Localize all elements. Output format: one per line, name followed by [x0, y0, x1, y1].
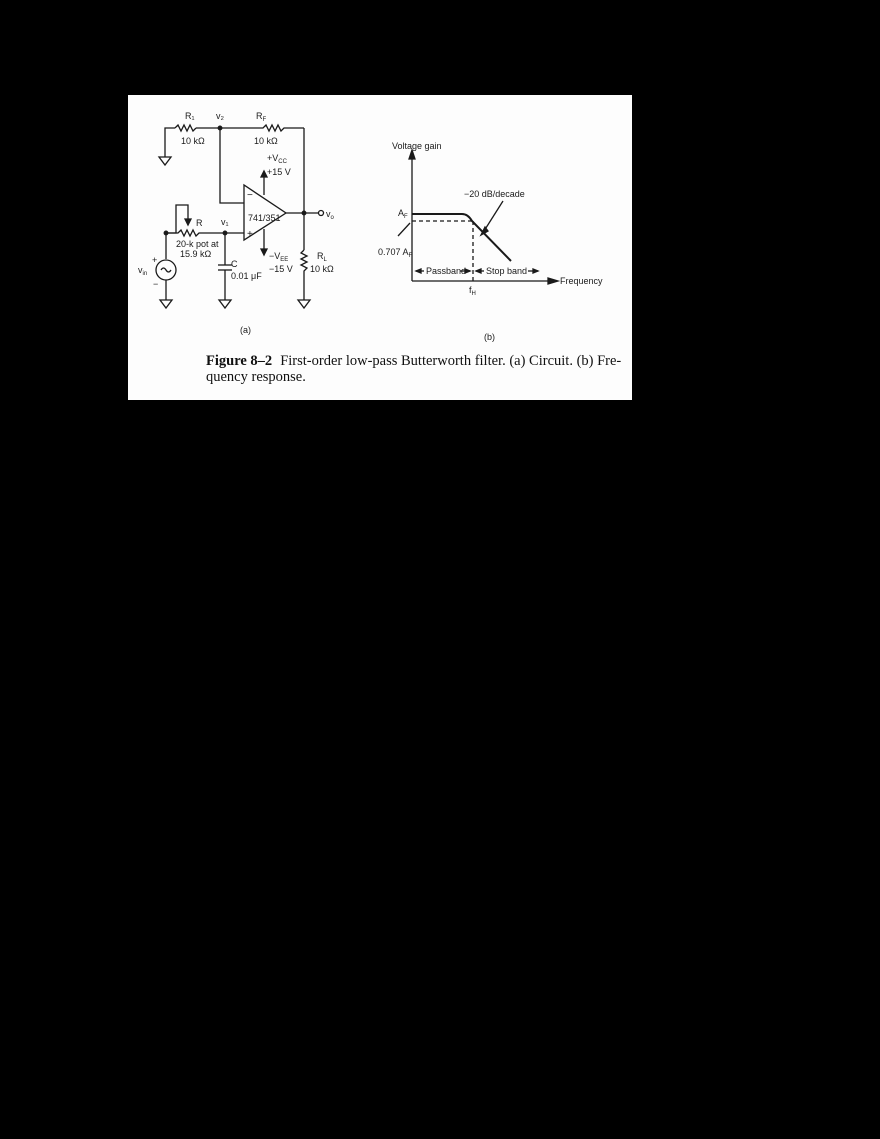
vee-label: −VEE	[269, 251, 288, 263]
gain-graph	[397, 147, 561, 285]
book-page: R₁ 10 kΩ v₂ RF 10 kΩ +VCC +15 V − 741/35…	[128, 95, 632, 400]
caption-line-2: quency response.	[206, 369, 306, 385]
vcc-value: +15 V	[267, 167, 291, 177]
stopband-label: Stop band	[486, 266, 527, 276]
opamp-label: 741/351	[248, 213, 281, 223]
vee-value: −15 V	[269, 264, 293, 274]
src-plus: +	[152, 255, 157, 265]
slope-label: −20 dB/decade	[464, 189, 525, 199]
af707-label: 0.707 AF	[378, 247, 413, 259]
passband-label: Passband	[426, 266, 466, 276]
v2-label: v₂	[216, 111, 225, 121]
rl-value: 10 kΩ	[310, 264, 334, 274]
fh-label: fH	[469, 285, 476, 297]
r1-label: R₁	[185, 111, 195, 121]
opamp-symbol	[243, 183, 288, 242]
r1-value: 10 kΩ	[181, 136, 205, 146]
ground-icon	[157, 142, 173, 167]
x-axis-label: Frequency	[560, 276, 603, 286]
rf-value: 10 kΩ	[254, 136, 278, 146]
r-desc-1: 20-k pot at	[176, 239, 219, 249]
figure-caption: Figure 8–2 First-order low-pass Butterwor…	[206, 353, 626, 385]
circuit-label: (a)	[240, 325, 251, 335]
src-minus: −	[153, 279, 158, 289]
opamp-plus: +	[247, 229, 253, 240]
vcc-label: +VCC	[267, 153, 288, 165]
rf-label: RF	[256, 111, 267, 123]
vo-label: vo	[326, 209, 335, 221]
r-desc-2: 15.9 kΩ	[180, 249, 212, 259]
r1-resistor	[164, 123, 253, 142]
c-label: C	[231, 259, 238, 269]
figure-svg: R₁ 10 kΩ v₂ RF 10 kΩ +VCC +15 V − 741/35…	[138, 111, 603, 342]
v1-label: v₁	[221, 217, 229, 227]
y-axis-label: Voltage gain	[392, 141, 442, 151]
figure-number: Figure 8–2	[206, 353, 273, 369]
graph-label: (b)	[484, 332, 495, 342]
r-label: R	[196, 218, 203, 228]
rl-label: RL	[317, 251, 328, 263]
rf-resistor	[253, 123, 305, 215]
c-value: 0.01 μF	[231, 271, 262, 281]
vin-label: vin	[138, 265, 147, 277]
af-label: AF	[398, 208, 408, 220]
opamp-minus: −	[247, 190, 253, 201]
caption-line-1: First-order low-pass Butterworth filter.…	[280, 353, 622, 369]
